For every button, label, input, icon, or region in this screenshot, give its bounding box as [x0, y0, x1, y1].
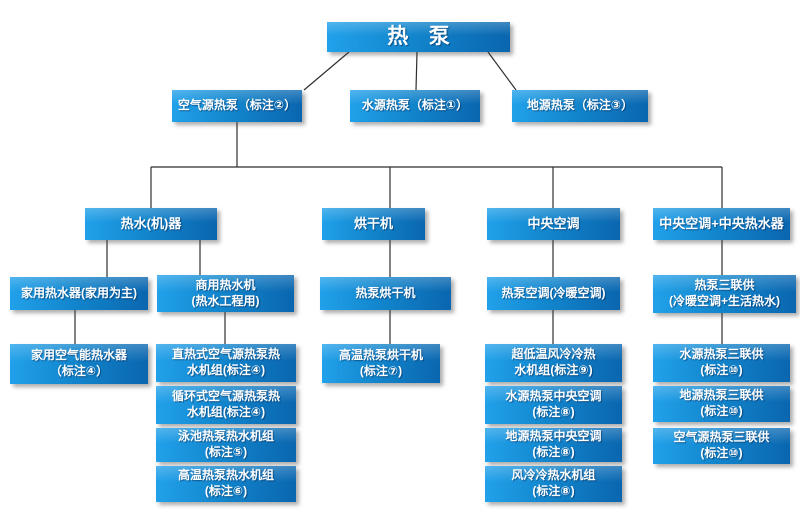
node-home-water-heater: 家用热水器(家用为主): [10, 277, 148, 310]
node-air-cooled-unit: 风冷冷热水机组 (标注⑧): [485, 466, 622, 502]
node-heat-pump-triple-supply: 热泵三联供 (冷暖空调+生活热水): [653, 275, 796, 313]
node-air-source-heat-pump: 空气源热泵（标注②）: [172, 90, 302, 122]
node-commercial-water-heater: 商用热水机 (热水工程用): [157, 275, 294, 312]
node-water-source-triple-supply: 水源热泵三联供 (标注⑩): [653, 344, 790, 382]
node-water-heater: 热水(机)器: [85, 208, 217, 240]
node-ground-source-heat-pump: 地源热泵（标注③）: [512, 90, 648, 122]
node-air-source-triple-supply: 空气源热泵三联供 (标注⑩): [653, 428, 790, 464]
node-central-ac-plus-water-heater: 中央空调+中央热水器: [653, 208, 790, 240]
node-central-ac: 中央空调: [487, 208, 620, 240]
node-direct-heating-unit: 直热式空气源热泵热 水机组(标注④): [156, 344, 296, 382]
node-dryer: 烘干机: [322, 208, 425, 240]
node-ground-source-triple-supply: 地源热泵三联供 (标注⑩): [653, 386, 790, 422]
node-ground-source-central-ac: 地源热泵中央空调 (标注⑧): [485, 428, 622, 462]
node-ultra-low-temp-unit: 超低温风冷冷热 水机组(标注⑨): [485, 344, 622, 382]
node-heat-pump-root: 热 泵: [327, 22, 510, 52]
node-home-air-energy-water-heater: 家用空气能热水器 （标注④）: [10, 344, 148, 384]
node-high-temp-water-unit: 高温热泵热水机组 (标注⑥): [156, 466, 296, 502]
node-heat-pump-ac: 热泵空调(冷暖空调): [487, 277, 620, 310]
node-high-temp-dryer: 高温热泵烘干机 (标注⑦): [322, 344, 440, 383]
node-circulating-unit: 循环式空气源热泵热 水机组(标注④): [156, 386, 296, 424]
node-pool-heat-pump-unit: 泳池热泵热水机组 (标注⑤): [156, 428, 296, 462]
node-water-source-central-ac: 水源热泵中央空调 (标注⑧): [485, 386, 622, 424]
node-water-source-heat-pump: 水源热泵（标注①）: [350, 90, 480, 122]
node-heat-pump-dryer: 热泵烘干机: [320, 277, 451, 310]
